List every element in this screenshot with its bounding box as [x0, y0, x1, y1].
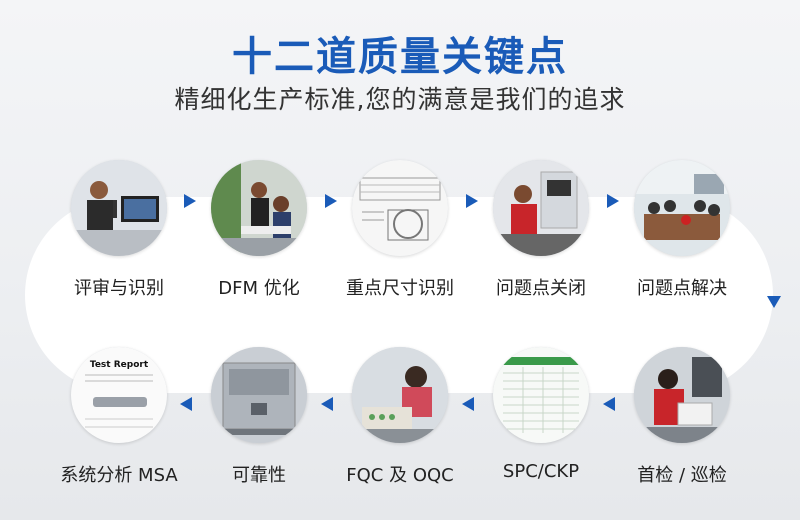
report-title: Test Report — [90, 360, 149, 370]
step-dfm: DFM 优化 — [189, 160, 329, 300]
arrow-left-icon — [180, 397, 192, 411]
step-key-dimension: 重点尺寸识别 — [330, 160, 470, 300]
inspection-photo — [352, 347, 448, 443]
arrow-down-icon — [767, 296, 781, 308]
step-label: 可靠性 — [232, 465, 286, 486]
drawing-photo — [352, 160, 448, 256]
spc-sheet-photo — [493, 347, 589, 443]
arrow-left-icon — [321, 397, 333, 411]
arrow-right-icon — [607, 194, 619, 208]
step-label: FQC 及 OQC — [346, 465, 454, 486]
step-label: 首检 / 巡检 — [637, 465, 727, 486]
issue-close-photo — [493, 160, 589, 256]
step-label: 系统分析 MSA — [60, 465, 178, 486]
dfm-photo — [211, 160, 307, 256]
step-review: 评审与识别 — [49, 160, 189, 300]
arrow-left-icon — [603, 397, 615, 411]
arrow-right-icon — [325, 194, 337, 208]
step-label: DFM 优化 — [218, 278, 300, 299]
arrow-right-icon — [184, 194, 196, 208]
step-msa: Test Report 系统分析 MSA — [49, 347, 189, 487]
report-photo: Test Report — [71, 347, 167, 443]
page-title: 十二道质量关键点 — [232, 34, 568, 80]
page-subtitle: 精细化生产标准,您的满意是我们的追求 — [174, 85, 626, 114]
step-label: 问题点解决 — [637, 278, 727, 299]
step-fqc-oqc: FQC 及 OQC — [330, 347, 470, 487]
first-inspection-photo — [634, 347, 730, 443]
step-label: SPC/CKP — [502, 461, 580, 482]
meeting-photo — [634, 160, 730, 256]
step-reliability: 可靠性 — [189, 347, 329, 487]
step-issue-solve: 问题点解决 — [612, 160, 752, 300]
step-label: 问题点关闭 — [496, 278, 586, 299]
step-issue-close: 问题点关闭 — [471, 160, 611, 300]
step-spc-ckp: SPC/CKP — [471, 347, 611, 482]
step-label: 评审与识别 — [74, 278, 164, 299]
test-chamber-photo — [211, 347, 307, 443]
arrow-right-icon — [466, 194, 478, 208]
step-first-inspection: 首检 / 巡检 — [612, 347, 752, 487]
arrow-left-icon — [462, 397, 474, 411]
review-photo — [71, 160, 167, 256]
step-label: 重点尺寸识别 — [346, 278, 454, 299]
